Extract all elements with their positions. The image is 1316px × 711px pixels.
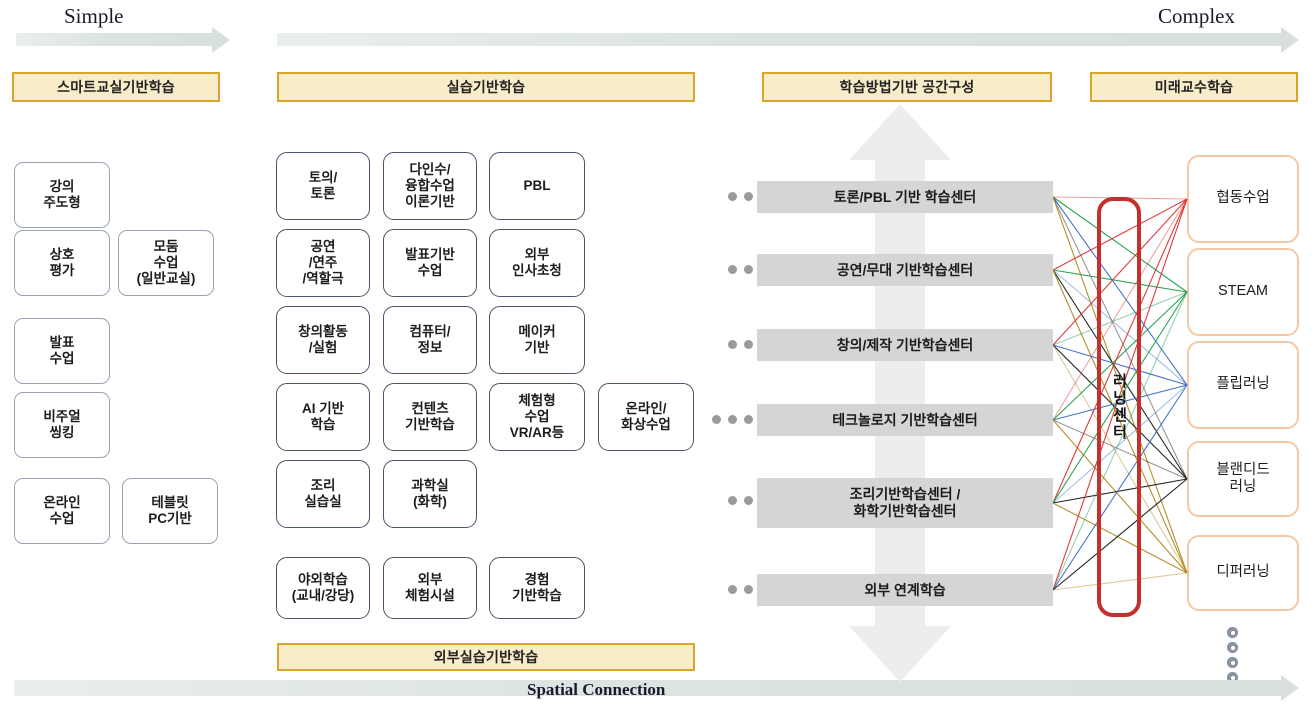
practice-item-11[interactable]: 체험형 수업 VR/AR등 (489, 383, 585, 451)
dot (728, 340, 737, 349)
dot (712, 415, 721, 424)
practice-item-3[interactable]: 공연 /연주 /역할극 (276, 229, 370, 297)
hub-learning-center[interactable]: 러닝센터 (1097, 197, 1141, 617)
practice-item-1[interactable]: 다인수/ 융합수업 이론기반 (383, 152, 477, 220)
vertical-double-arrow (849, 104, 951, 682)
dot (744, 496, 753, 505)
banner-practice-based[interactable]: 실습기반학습 (277, 72, 695, 102)
practice-item-4[interactable]: 발표기반 수업 (383, 229, 477, 297)
center-bar-4[interactable]: 조리기반학습센터 / 화학기반학습센터 (757, 478, 1053, 528)
center-bar-0[interactable]: 토론/PBL 기반 학습센터 (757, 181, 1053, 213)
axis-label-complex: Complex (1158, 4, 1235, 28)
arrow-head (212, 27, 230, 53)
practice-item-15[interactable]: 야외학습 (교내/강당) (276, 557, 370, 619)
practice-item-6[interactable]: 창의활동 /실험 (276, 306, 370, 374)
practice-item-10[interactable]: 컨텐츠 기반학습 (383, 383, 477, 451)
outcome-item-4[interactable]: 디퍼러닝 (1187, 535, 1299, 611)
simple-item-6[interactable]: 테블릿 PC기반 (122, 478, 218, 544)
center-bar-2[interactable]: 창의/제작 기반학습센터 (757, 329, 1053, 361)
dot (728, 496, 737, 505)
axis-label-simple: Simple (64, 4, 124, 28)
center-bar-3[interactable]: 테크놀로지 기반학습센터 (757, 404, 1053, 436)
simple-item-3[interactable]: 발표 수업 (14, 318, 110, 384)
practice-item-17[interactable]: 경험 기반학습 (489, 557, 585, 619)
arrow-shaft (16, 33, 213, 46)
dot (728, 585, 737, 594)
hub-label: 러닝센터 (1110, 373, 1128, 441)
outcome-item-1[interactable]: STEAM (1187, 248, 1299, 336)
practice-item-8[interactable]: 메이커 기반 (489, 306, 585, 374)
arrow-shaft (277, 33, 1282, 46)
arrow-head (1281, 27, 1299, 53)
dot (744, 265, 753, 274)
practice-item-14[interactable]: 과학실 (화학) (383, 460, 477, 528)
practice-item-16[interactable]: 외부 체험시설 (383, 557, 477, 619)
dot (744, 340, 753, 349)
banner-smart-classroom[interactable]: 스마트교실기반학습 (12, 72, 220, 102)
practice-item-9[interactable]: AI 기반 학습 (276, 383, 370, 451)
arrow-head (1281, 675, 1299, 701)
more-outcomes-ellipsis-icon (1227, 627, 1238, 683)
dot (728, 265, 737, 274)
dot (1227, 627, 1238, 638)
dot (744, 415, 753, 424)
outcome-item-0[interactable]: 협동수업 (1187, 155, 1299, 243)
simple-item-5[interactable]: 온라인 수업 (14, 478, 110, 544)
center-bar-5[interactable]: 외부 연계학습 (757, 574, 1053, 606)
progress-arrow-right (277, 27, 1299, 53)
dot (1227, 657, 1238, 668)
outcome-item-2[interactable]: 플립러닝 (1187, 341, 1299, 429)
practice-item-12[interactable]: 온라인/ 화상수업 (598, 383, 694, 451)
spatial-connection-arrow (14, 675, 1299, 701)
dot (728, 192, 737, 201)
center-bar-1[interactable]: 공연/무대 기반학습센터 (757, 254, 1053, 286)
banner-space-composition[interactable]: 학습방법기반 공간구성 (762, 72, 1052, 102)
banner-external-practice[interactable]: 외부실습기반학습 (277, 643, 695, 671)
arrow-shaft (14, 680, 1282, 696)
simple-item-2[interactable]: 모둠 수업 (일반교실) (118, 230, 214, 296)
simple-item-4[interactable]: 비주얼 씽킹 (14, 392, 110, 458)
simple-item-1[interactable]: 상호 평가 (14, 230, 110, 296)
dot (1227, 672, 1238, 683)
simple-item-0[interactable]: 강의 주도형 (14, 162, 110, 228)
practice-item-7[interactable]: 컴퓨터/ 정보 (383, 306, 477, 374)
dot (744, 192, 753, 201)
progress-arrow-left (16, 27, 230, 53)
practice-item-5[interactable]: 외부 인사초청 (489, 229, 585, 297)
practice-item-13[interactable]: 조리 실습실 (276, 460, 370, 528)
outcome-item-3[interactable]: 블랜디드 러닝 (1187, 441, 1299, 517)
banner-future-teaching[interactable]: 미래교수학습 (1090, 72, 1298, 102)
practice-item-2[interactable]: PBL (489, 152, 585, 220)
axis-label-spatial-connection: Spatial Connection (527, 680, 666, 699)
dot (728, 415, 737, 424)
dot (744, 585, 753, 594)
practice-item-0[interactable]: 토의/ 토론 (276, 152, 370, 220)
dot (1227, 642, 1238, 653)
